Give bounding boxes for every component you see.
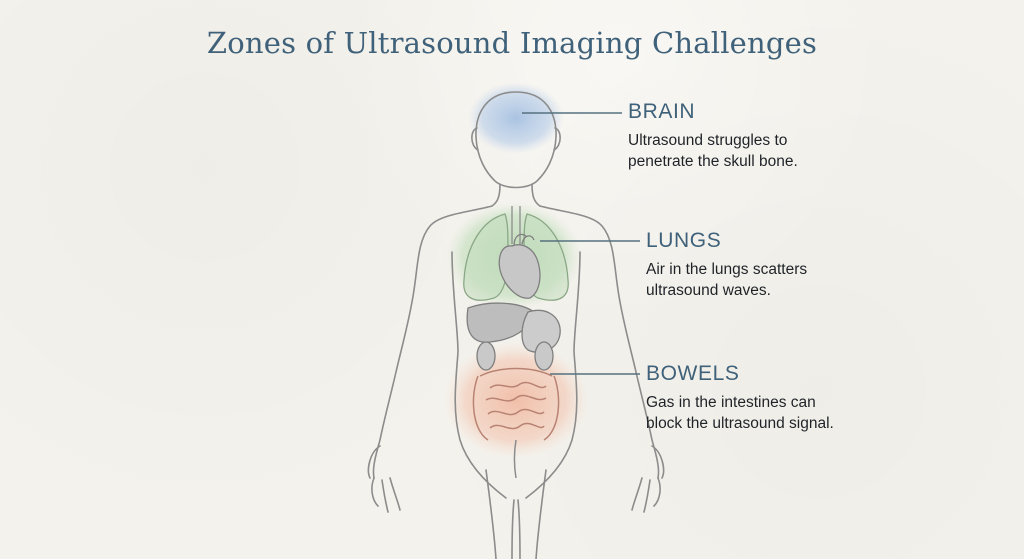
bowels-heading: BOWELS — [646, 362, 740, 385]
body-outline — [367, 91, 665, 559]
intestines-illustration — [472, 367, 560, 479]
brain-zone — [468, 82, 564, 154]
lungs-description: Air in the lungs scatters ultrasound wav… — [646, 261, 808, 299]
bowels-callout: BOWELS Gas in the intestines can block t… — [646, 362, 926, 434]
lungs-heading: LUNGS — [646, 229, 722, 252]
page-title: Zones of Ultrasound Imaging Challenges — [206, 26, 818, 60]
brain-heading: BRAIN — [628, 100, 696, 123]
brain-description: Ultrasound struggles to penetrate the sk… — [628, 132, 798, 170]
liver-stomach-illustration — [466, 302, 561, 371]
bowel-zone — [444, 342, 588, 458]
heart-illustration — [498, 233, 541, 299]
brain-callout: BRAIN Ultrasound struggles to penetrate … — [628, 100, 888, 172]
lungs-callout: LUNGS Air in the lungs scatters ultrasou… — [646, 229, 906, 301]
bowels-description: Gas in the intestines can block the ultr… — [646, 394, 834, 432]
leader-lines — [522, 112, 640, 375]
